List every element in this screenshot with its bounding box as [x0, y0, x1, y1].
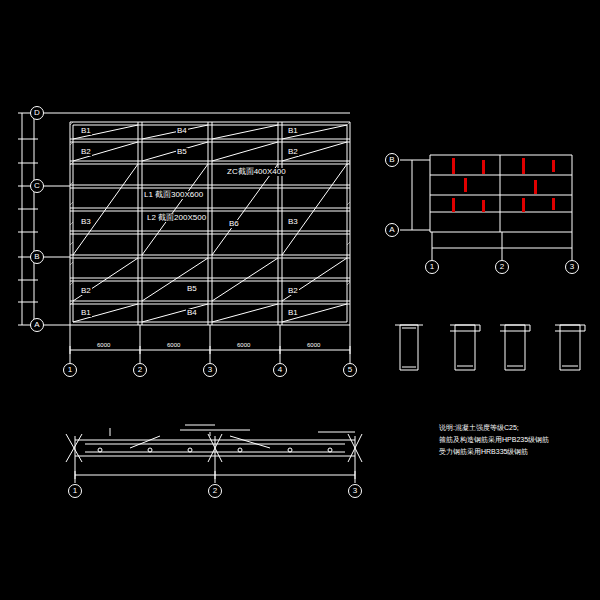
slab-label: B2: [287, 287, 299, 295]
axis-label: D: [34, 109, 40, 117]
member-callout: L1 截面300X600: [143, 191, 204, 199]
slab-label: B3: [80, 218, 92, 226]
axis-label: 1: [73, 487, 77, 495]
axis-bubble: 5: [343, 363, 357, 377]
axis-bubble: 3: [348, 484, 362, 498]
slab-label: B1: [80, 127, 92, 135]
axis-label: 2: [138, 366, 142, 374]
axis-label: 3: [208, 366, 212, 374]
slab-label: B4: [186, 309, 198, 317]
slab-label: B2: [80, 287, 92, 295]
axis-bubble: 4: [273, 363, 287, 377]
slab-label: B5: [176, 148, 188, 156]
slab-label: B4: [176, 127, 188, 135]
hatch-border: [70, 122, 350, 305]
axis-label: 5: [348, 366, 352, 374]
slab-label: B1: [287, 127, 299, 135]
member-callout: ZC截面400X400: [226, 168, 287, 176]
axis-bubble: 2: [208, 484, 222, 498]
axis-bubble: 1: [68, 484, 82, 498]
axis-label: B: [389, 156, 394, 164]
dimension-text: 6000: [306, 342, 321, 348]
beam-sections: [395, 325, 585, 370]
axis-label: 1: [68, 366, 72, 374]
axis-label: C: [34, 182, 40, 190]
axis-label: 3: [353, 487, 357, 495]
beam-lines-vertical: [138, 122, 282, 325]
axis-lines: [44, 113, 350, 363]
dimension-text: 6000: [236, 342, 251, 348]
axis-bubble: 3: [203, 363, 217, 377]
slab-diagonals: [73, 125, 347, 322]
axis-label: 1: [430, 263, 434, 271]
slab-label: B2: [80, 148, 92, 156]
plan-frame: [70, 122, 350, 325]
axis-bubble: A: [385, 223, 399, 237]
detail-plan-frame: [400, 155, 572, 260]
axis-label: A: [34, 321, 39, 329]
slab-label: B2: [287, 148, 299, 156]
axis-label: 2: [213, 487, 217, 495]
slab-label: B5: [186, 285, 198, 293]
axis-label: 2: [500, 263, 504, 271]
general-note: 受力钢筋采用HRB335级钢筋: [438, 448, 529, 455]
dimension-text: 6000: [96, 342, 111, 348]
slab-label: B6: [228, 220, 240, 228]
beam-lines-horizontal: [70, 139, 350, 304]
axis-label: 3: [570, 263, 574, 271]
beam-elevation: [75, 425, 355, 483]
axis-bubble: 1: [63, 363, 77, 377]
axis-bubble: 3: [565, 260, 579, 274]
slab-label: B1: [287, 309, 299, 317]
axis-label: A: [389, 226, 394, 234]
axis-bubble: D: [30, 106, 44, 120]
slab-label: B1: [80, 309, 92, 317]
support-hatch: [66, 434, 362, 462]
axis-bubble: A: [30, 318, 44, 332]
red-rebar-marks: [452, 158, 555, 212]
axis-bubble: 2: [495, 260, 509, 274]
general-note: 箍筋及构造钢筋采用HPB235级钢筋: [438, 436, 550, 443]
axis-bubble: 1: [425, 260, 439, 274]
axis-bubble: B: [385, 153, 399, 167]
dimension-lines: [18, 113, 350, 354]
axis-bubble: C: [30, 179, 44, 193]
dimension-text: 6000: [166, 342, 181, 348]
axis-bubble: B: [30, 250, 44, 264]
member-callout: L2 截面200X500: [146, 214, 207, 222]
rebar-circles: [98, 448, 332, 452]
axis-bubble: 2: [133, 363, 147, 377]
slab-label: B3: [287, 218, 299, 226]
general-note: 说明:混凝土强度等级C25;: [438, 424, 520, 431]
axis-label: 4: [278, 366, 282, 374]
axis-label: B: [34, 253, 39, 261]
